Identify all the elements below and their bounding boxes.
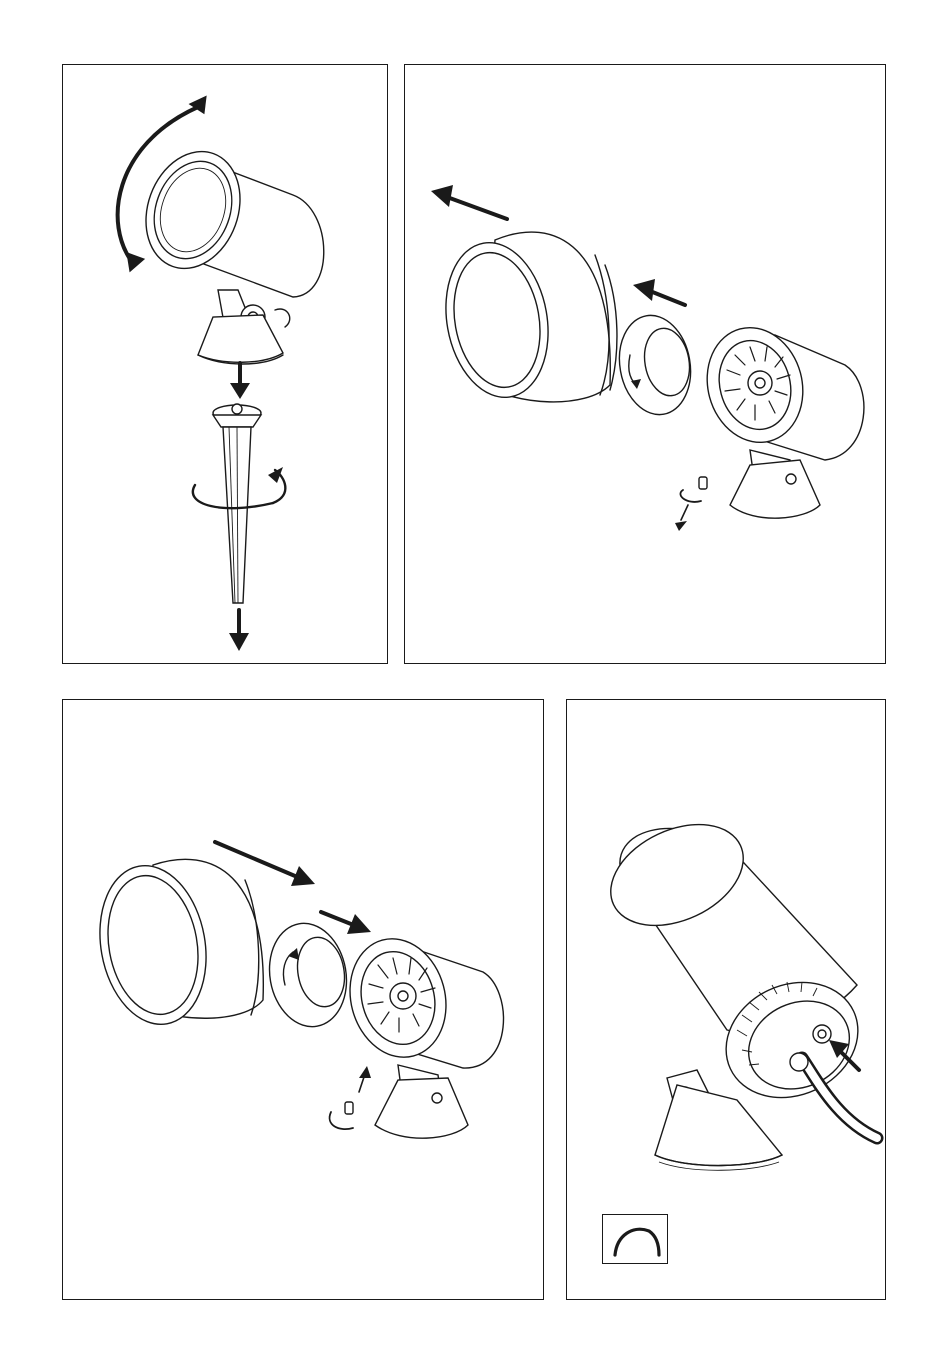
curve-symbol-icon: [603, 1215, 667, 1263]
spotlight-cable-entry-icon: [567, 700, 887, 1301]
panel-cable-entry: [566, 699, 886, 1300]
panel-reassembly: [62, 699, 544, 1300]
panel-disassembly: [404, 64, 886, 664]
spotlight-adjust-and-ground-spike-icon: [63, 65, 389, 665]
spotlight-disassembly-icon: [405, 65, 887, 665]
curve-symbol-box: [602, 1214, 668, 1264]
panel-adjust-and-spike: [62, 64, 388, 664]
spotlight-reassembly-icon: [63, 700, 545, 1301]
